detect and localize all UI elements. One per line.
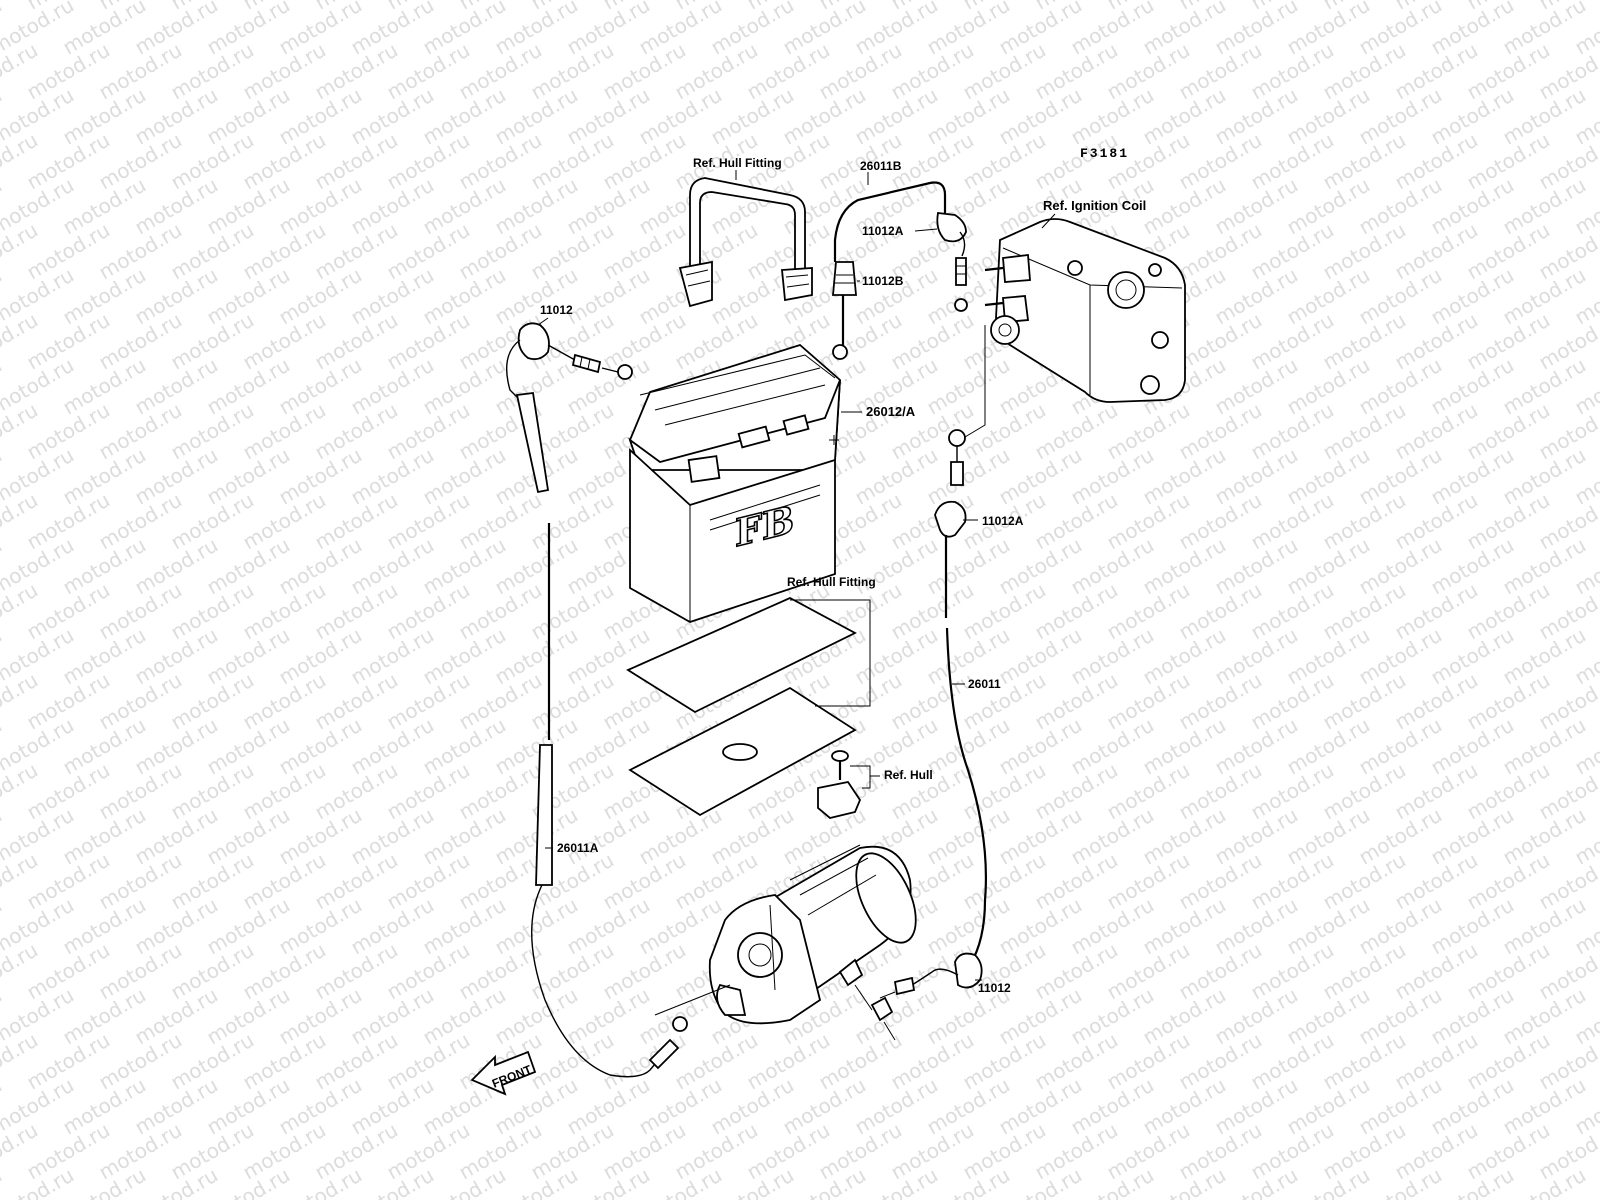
leader-coil-terminal [959, 325, 986, 441]
leader-ref-ignition-coil [1041, 213, 1056, 229]
label-26011: 26011 [968, 677, 1001, 691]
label-26011a: 26011A [557, 841, 599, 855]
label-11012-left: 11012 [540, 303, 573, 317]
hull-fitting-strap [678, 177, 813, 308]
label-ref-hull: Ref. Hull [884, 768, 933, 782]
label-ref-ignition-coil: Ref. Ignition Coil [1043, 198, 1146, 213]
label-ref-hull-fitting-mid: Ref. Hull Fitting [787, 575, 876, 589]
ignition-coil [984, 218, 1186, 403]
label-11012a-top: 11012A [862, 224, 904, 238]
battery: FB [628, 343, 841, 623]
cable-26011a [506, 322, 688, 1078]
battery-pad-upper [626, 596, 857, 714]
watermark-text: motod.ru [0, 1163, 6, 1200]
leader-ref-hull-fitting-mid [790, 599, 871, 707]
cable-26011b [832, 181, 968, 360]
figure-id: F3181 [1080, 146, 1129, 161]
label-ref-hull-fitting-top: Ref. Hull Fitting [693, 156, 782, 170]
hull-bolt [817, 750, 862, 819]
leader-ref-hull [850, 765, 880, 789]
label-26011b: 26011B [860, 159, 902, 173]
leader-11012-left [537, 317, 549, 326]
battery-pad-lower [628, 686, 857, 817]
label-26012a: 26012/A [866, 404, 916, 419]
label-11012b: 11012B [862, 274, 904, 288]
label-11012-bottom: 11012 [978, 981, 1011, 995]
starter-motor [654, 844, 917, 1041]
cable-26011 [879, 429, 988, 999]
label-11012a-right: 11012A [982, 514, 1024, 528]
leader-11012a-top [914, 228, 938, 232]
